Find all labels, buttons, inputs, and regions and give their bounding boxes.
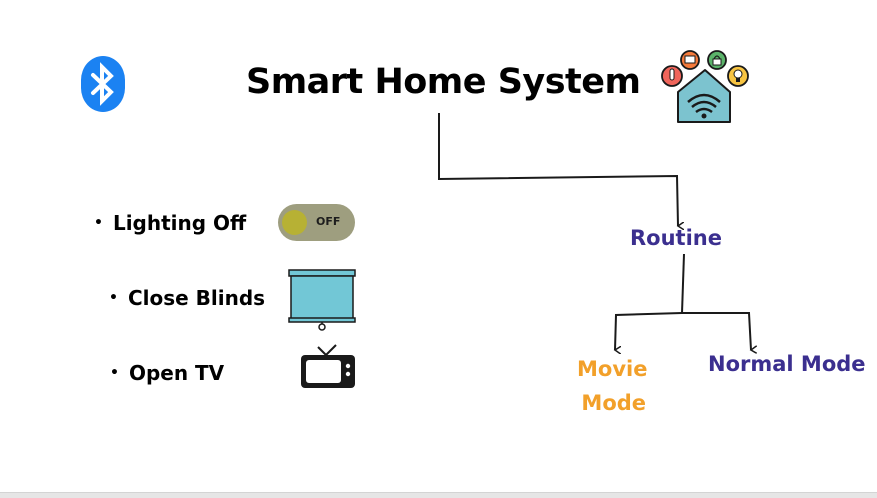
routine-node: Routine (630, 226, 722, 250)
bullet-dot: • (110, 365, 119, 381)
bullet-dot: • (94, 215, 103, 231)
title-to-routine-arrow (438, 113, 678, 226)
bluetooth-icon (81, 56, 125, 112)
routine-to-normal-arrow (682, 312, 751, 350)
bottom-divider (0, 492, 877, 498)
tv-icon (301, 344, 355, 388)
action-label: Close Blinds (127, 286, 266, 310)
bullet-dot: • (109, 290, 118, 306)
toggle-knob (282, 210, 307, 235)
action-label: Open TV (128, 361, 225, 385)
movie-mode-line2: Mode (581, 391, 647, 415)
diagram-title: Smart Home System (246, 62, 641, 102)
movie-mode-node: Movie Mode (577, 352, 647, 420)
action-label: Lighting Off (112, 211, 247, 235)
toggle-switch-icon: OFF (278, 204, 355, 241)
blinds-icon (288, 269, 356, 331)
routine-to-movie-arrow (615, 312, 683, 350)
action-lighting-off: • Lighting Off (94, 211, 246, 235)
movie-mode-line1: Movie (577, 357, 648, 381)
action-close-blinds: • Close Blinds (109, 286, 265, 310)
smart-home-icon (661, 50, 749, 123)
normal-mode-node: Normal Mode (708, 352, 866, 376)
routine-stem-line (681, 253, 685, 314)
action-open-tv: • Open TV (110, 361, 224, 385)
toggle-text: OFF (316, 215, 341, 228)
